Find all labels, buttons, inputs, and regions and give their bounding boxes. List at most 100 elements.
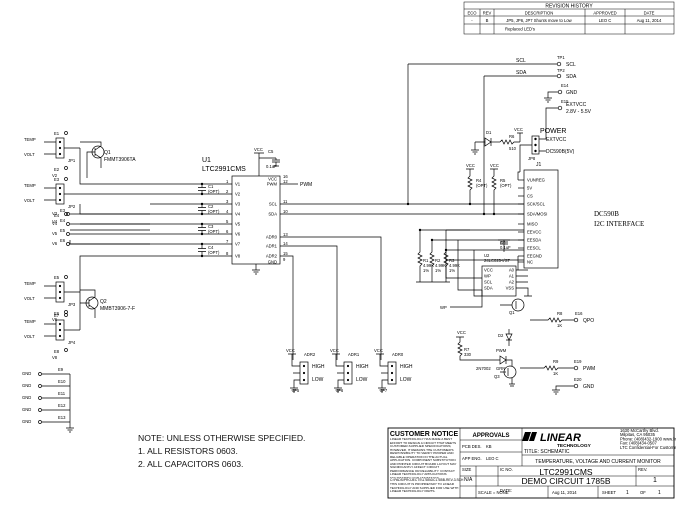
u1-pin-num-2: 2 [226, 189, 229, 194]
mid-terminal-e6: E6 [60, 238, 66, 243]
c6-ref: C6 [500, 240, 506, 245]
dc590-line2: I2C INTERFACE [594, 220, 644, 228]
e16-ref: E16 [575, 311, 583, 316]
u2-pin-sda: SDA [484, 286, 493, 291]
gnd-terminal-label-0: GND [22, 371, 31, 376]
eeprom-r1-value: 4.99K [423, 263, 434, 268]
rev-label: REV. [638, 467, 647, 472]
j1-pin-7: EESDA [527, 238, 541, 243]
adr-low-2: LOW [400, 377, 412, 383]
gnd-terminal-label-2: GND [22, 395, 31, 400]
j1-connector: J1 VUNREG5VCSSCK/SCLSDA/MOSIMISOEEVCCEES… [517, 162, 644, 270]
title-block: CUSTOMER NOTICE LINEAR TECHNOLOGY HAS MA… [387, 427, 676, 499]
r8-ref: R8 [557, 311, 563, 316]
file-path: C:\PADS\PROJECTS\1785\DC1785B-REV-3.SCH [390, 478, 464, 482]
pcb-des-label: PCB DES. [462, 444, 482, 449]
pcb-des-value: KB [486, 444, 492, 449]
eeprom-r1-ref: R1 [423, 258, 429, 263]
u1-pin-num-15: 15 [283, 251, 288, 256]
u1-pin-v6: V6 [235, 232, 241, 237]
power-select-jumper: POWER EXTVCC DC590B(5V) JP8 [519, 126, 575, 172]
adr-low-1: LOW [356, 377, 368, 383]
power-dc590-label: DC590B(5V) [546, 149, 575, 155]
j1-pin-5: MISO [527, 222, 538, 227]
cap-c1-opt: (OPT) [208, 189, 220, 194]
gnd-terminal-e10: E10 [58, 379, 66, 384]
adr-label-adr0: ADR0 [392, 352, 404, 357]
e20-ref: E20 [574, 377, 582, 382]
rev-rev-value: B [486, 18, 489, 23]
r9-value: 1K [553, 371, 558, 376]
company-address-2: Phone: (408)432-1900 www.linear.com [620, 436, 676, 441]
v-label-4: V4 [52, 219, 58, 224]
adr-high-2: HIGH [400, 364, 413, 370]
gnd-terminal-e12: E12 [58, 403, 66, 408]
vcc-r7: VCC [457, 330, 466, 335]
tp1-ref: TP1 [557, 55, 565, 60]
extvcc-terminal-label: EXTVCC [566, 102, 587, 108]
q1-part: FMMT3906TA [104, 157, 136, 163]
mid-v-label-3: V3 [52, 211, 58, 216]
terminal-e4: E4 [54, 213, 60, 218]
u1-pin-num-10: 10 [283, 209, 288, 214]
sheet-label: SHEET [602, 490, 616, 495]
pwm-terminal: E19 PWM R9 1K E20 GND [520, 359, 595, 395]
volt-label-3: VOLT [24, 296, 35, 301]
sheet-value: 1 [626, 490, 629, 496]
j1-pin-0: VUNREG [527, 178, 545, 183]
tp2-ref: TP2 [557, 68, 565, 73]
q2-part: MMBT3906-7-F [100, 306, 135, 312]
rev-col-approved: APPROVED [593, 11, 616, 16]
gnd-terminal-label: GND [566, 90, 578, 96]
u1-pin-v1: V1 [235, 182, 241, 187]
u1-pin-v5: V5 [235, 222, 241, 227]
u1-pin-num-4: 4 [226, 209, 229, 214]
rev-note: Replaced LED's [505, 27, 535, 32]
r5-ref: R5 [500, 178, 506, 183]
power-ext-label: EXTVCC [546, 137, 567, 143]
u1-pin-num-9: 9 [283, 257, 286, 262]
cap-c3-ref: C3 [208, 224, 214, 229]
q1-eeprom-ref: Q1 [509, 310, 515, 315]
j1-pin-1: 5V [527, 186, 532, 191]
u1-pin-sda: SDA [268, 212, 277, 217]
v-label-8: V8 [52, 355, 58, 360]
cap-c4-opt: (OPT) [208, 250, 220, 255]
rev-date-value: Aug 11, 2014 [637, 18, 662, 23]
u2-pin-a1: A1 [509, 274, 515, 279]
temp-label-3: TEMP [24, 281, 36, 286]
r4-ref: R4 [476, 178, 482, 183]
pwm-terminal-label: PWM [583, 366, 595, 372]
date-value: Aug 11, 2014 [552, 490, 577, 495]
left-input-network: TEMPVOLTJP1E1E2V2TEMPVOLTJP2E3E4V4TEMPVO… [24, 131, 150, 360]
adr-vcc-0: VCC [286, 348, 295, 353]
rev-eco-value: - [471, 18, 473, 23]
adr-label-adr1: ADR1 [348, 352, 360, 357]
eeprom-r2-tol: 1% [435, 268, 441, 273]
u1-pin-num-3: 3 [226, 199, 229, 204]
scl-test-label: SCL [566, 62, 576, 68]
u2-pin-scl: SCL [484, 280, 493, 285]
eeprom-r1-tol: 1% [423, 268, 429, 273]
u2-ref: U2 [484, 253, 490, 258]
i2c-test-points: TP1 SCL TP2 SDA SCL SDA [408, 55, 577, 80]
approvals-title: APPROVALS [473, 433, 510, 439]
pwm-led-color: GRN [496, 366, 505, 371]
r7-ref: R7 [464, 347, 470, 352]
j1-pin-8: EESCL [527, 246, 541, 251]
mid-terminal-e5: E5 [60, 228, 66, 233]
proprietary-text: THIS CIRCUIT IS PROPRIETARY TO LINEAR TE… [390, 483, 458, 493]
title-label: TITLE: SCHEMATIC [524, 449, 570, 455]
gnd-terminal-label-1: GND [22, 383, 31, 388]
u1-pin-num-7: 7 [226, 239, 229, 244]
vcc-r5: VCC [490, 163, 499, 168]
cap-c2-ref: C2 [208, 204, 214, 209]
cap-c4-ref: C4 [208, 245, 214, 250]
revision-title: REVISION HISTORY [545, 4, 593, 10]
u1-pin-v4: V4 [235, 212, 241, 217]
u1-pin-num-11: 11 [283, 199, 288, 204]
j1-pin-2: CS [527, 194, 533, 199]
u1-pin-num-13: 13 [283, 232, 288, 237]
v-label-6: V6 [52, 317, 58, 322]
jp-ref-4: JP4 [68, 340, 76, 345]
